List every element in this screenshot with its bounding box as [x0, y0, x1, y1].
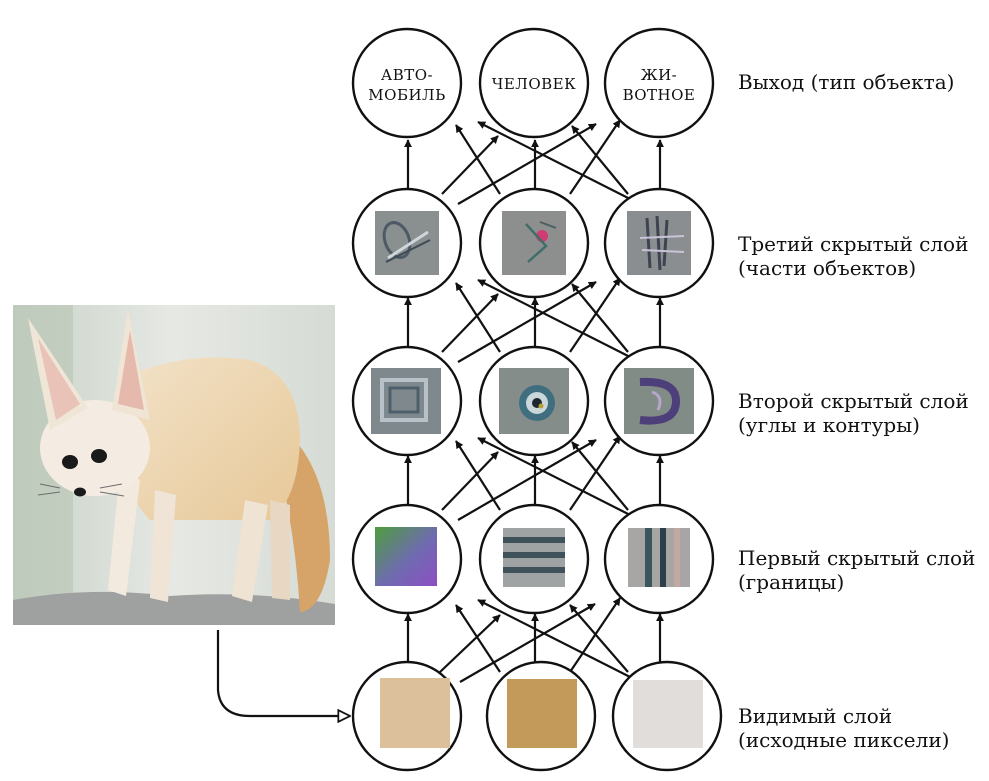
hidden-layer-1 [351, 503, 715, 615]
hidden3-label-line1: Третий скрытый слой [738, 232, 969, 256]
edges-hidden3-to-output [404, 119, 664, 205]
edges-hidden2-to-hidden3 [404, 277, 664, 363]
hidden1-feature-1 [375, 527, 437, 586]
hidden1-feature-3 [628, 528, 690, 587]
output-node-car-line1: АВТО- [381, 66, 433, 84]
visible-layer [351, 660, 723, 772]
input-connector-arrow [216, 630, 350, 716]
output-node-animal-line2: ВОТНОЕ [623, 86, 696, 104]
visible-layer-label-line1: Видимый слой [738, 704, 893, 728]
hidden1-feature-2 [503, 528, 565, 587]
visible-layer-label-line2: (исходные пиксели) [738, 728, 950, 752]
hidden2-node-3 [603, 345, 715, 457]
visible-node-1 [351, 660, 463, 772]
input-photo-fennec-fox [13, 305, 335, 625]
visible-pixel-1 [380, 678, 450, 748]
hidden2-label-line2: (углы и контуры) [738, 413, 920, 437]
hidden1-label-line1: Первый скрытый слой [738, 546, 976, 570]
output-layer: АВТО- МОБИЛЬ ЧЕЛОВЕК ЖИ- ВОТНОЕ [351, 27, 715, 139]
hidden3-label-line2: (части объектов) [738, 256, 917, 280]
output-node-person-line1: ЧЕЛОВЕК [492, 75, 576, 93]
visible-layer-label: Видимый слой (исходные пиксели) [738, 704, 949, 752]
visible-node-3 [611, 660, 723, 772]
hidden1-label: Первый скрытый слой (границы) [738, 546, 975, 594]
hidden1-node-1 [351, 503, 463, 615]
hidden1-label-line2: (границы) [738, 570, 845, 594]
hidden1-node-3 [603, 503, 715, 615]
hidden3-label: Третий скрытый слой (части объектов) [738, 232, 968, 280]
hidden2-label-line1: Второй скрытый слой [738, 389, 969, 413]
hidden3-feature-1 [375, 211, 439, 275]
hidden2-node-2 [478, 345, 590, 457]
visible-pixel-2 [507, 679, 577, 748]
edges-hidden1-to-hidden2 [404, 435, 664, 521]
hidden3-node-2 [478, 187, 590, 299]
hidden2-node-1 [351, 345, 463, 457]
output-node-car-line2: МОБИЛЬ [368, 86, 445, 104]
hidden3-node-1 [351, 187, 463, 299]
hidden1-node-2 [478, 503, 590, 615]
hidden3-node-3 [603, 187, 715, 299]
edges-visible-to-hidden1 [404, 597, 664, 683]
output-node-animal-line1: ЖИ- [641, 66, 678, 84]
output-layer-label-text: Выход (тип объекта) [738, 70, 955, 94]
hidden-layer-3 [351, 187, 715, 299]
hidden2-label: Второй скрытый слой (углы и контуры) [738, 389, 969, 437]
hidden2-feature-2 [499, 368, 569, 434]
visible-pixel-3 [633, 680, 703, 748]
hidden2-feature-3 [624, 368, 694, 434]
hidden2-feature-1 [371, 368, 441, 434]
output-layer-label: Выход (тип объекта) [738, 70, 954, 94]
output-node-car: АВТО- МОБИЛЬ [351, 27, 463, 139]
hidden-layer-2 [351, 345, 715, 457]
hidden3-feature-2 [502, 211, 566, 275]
visible-node-2 [485, 660, 597, 772]
output-node-animal: ЖИ- ВОТНОЕ [603, 27, 715, 139]
output-node-person: ЧЕЛОВЕК [478, 27, 590, 139]
hidden3-feature-3 [627, 211, 691, 275]
